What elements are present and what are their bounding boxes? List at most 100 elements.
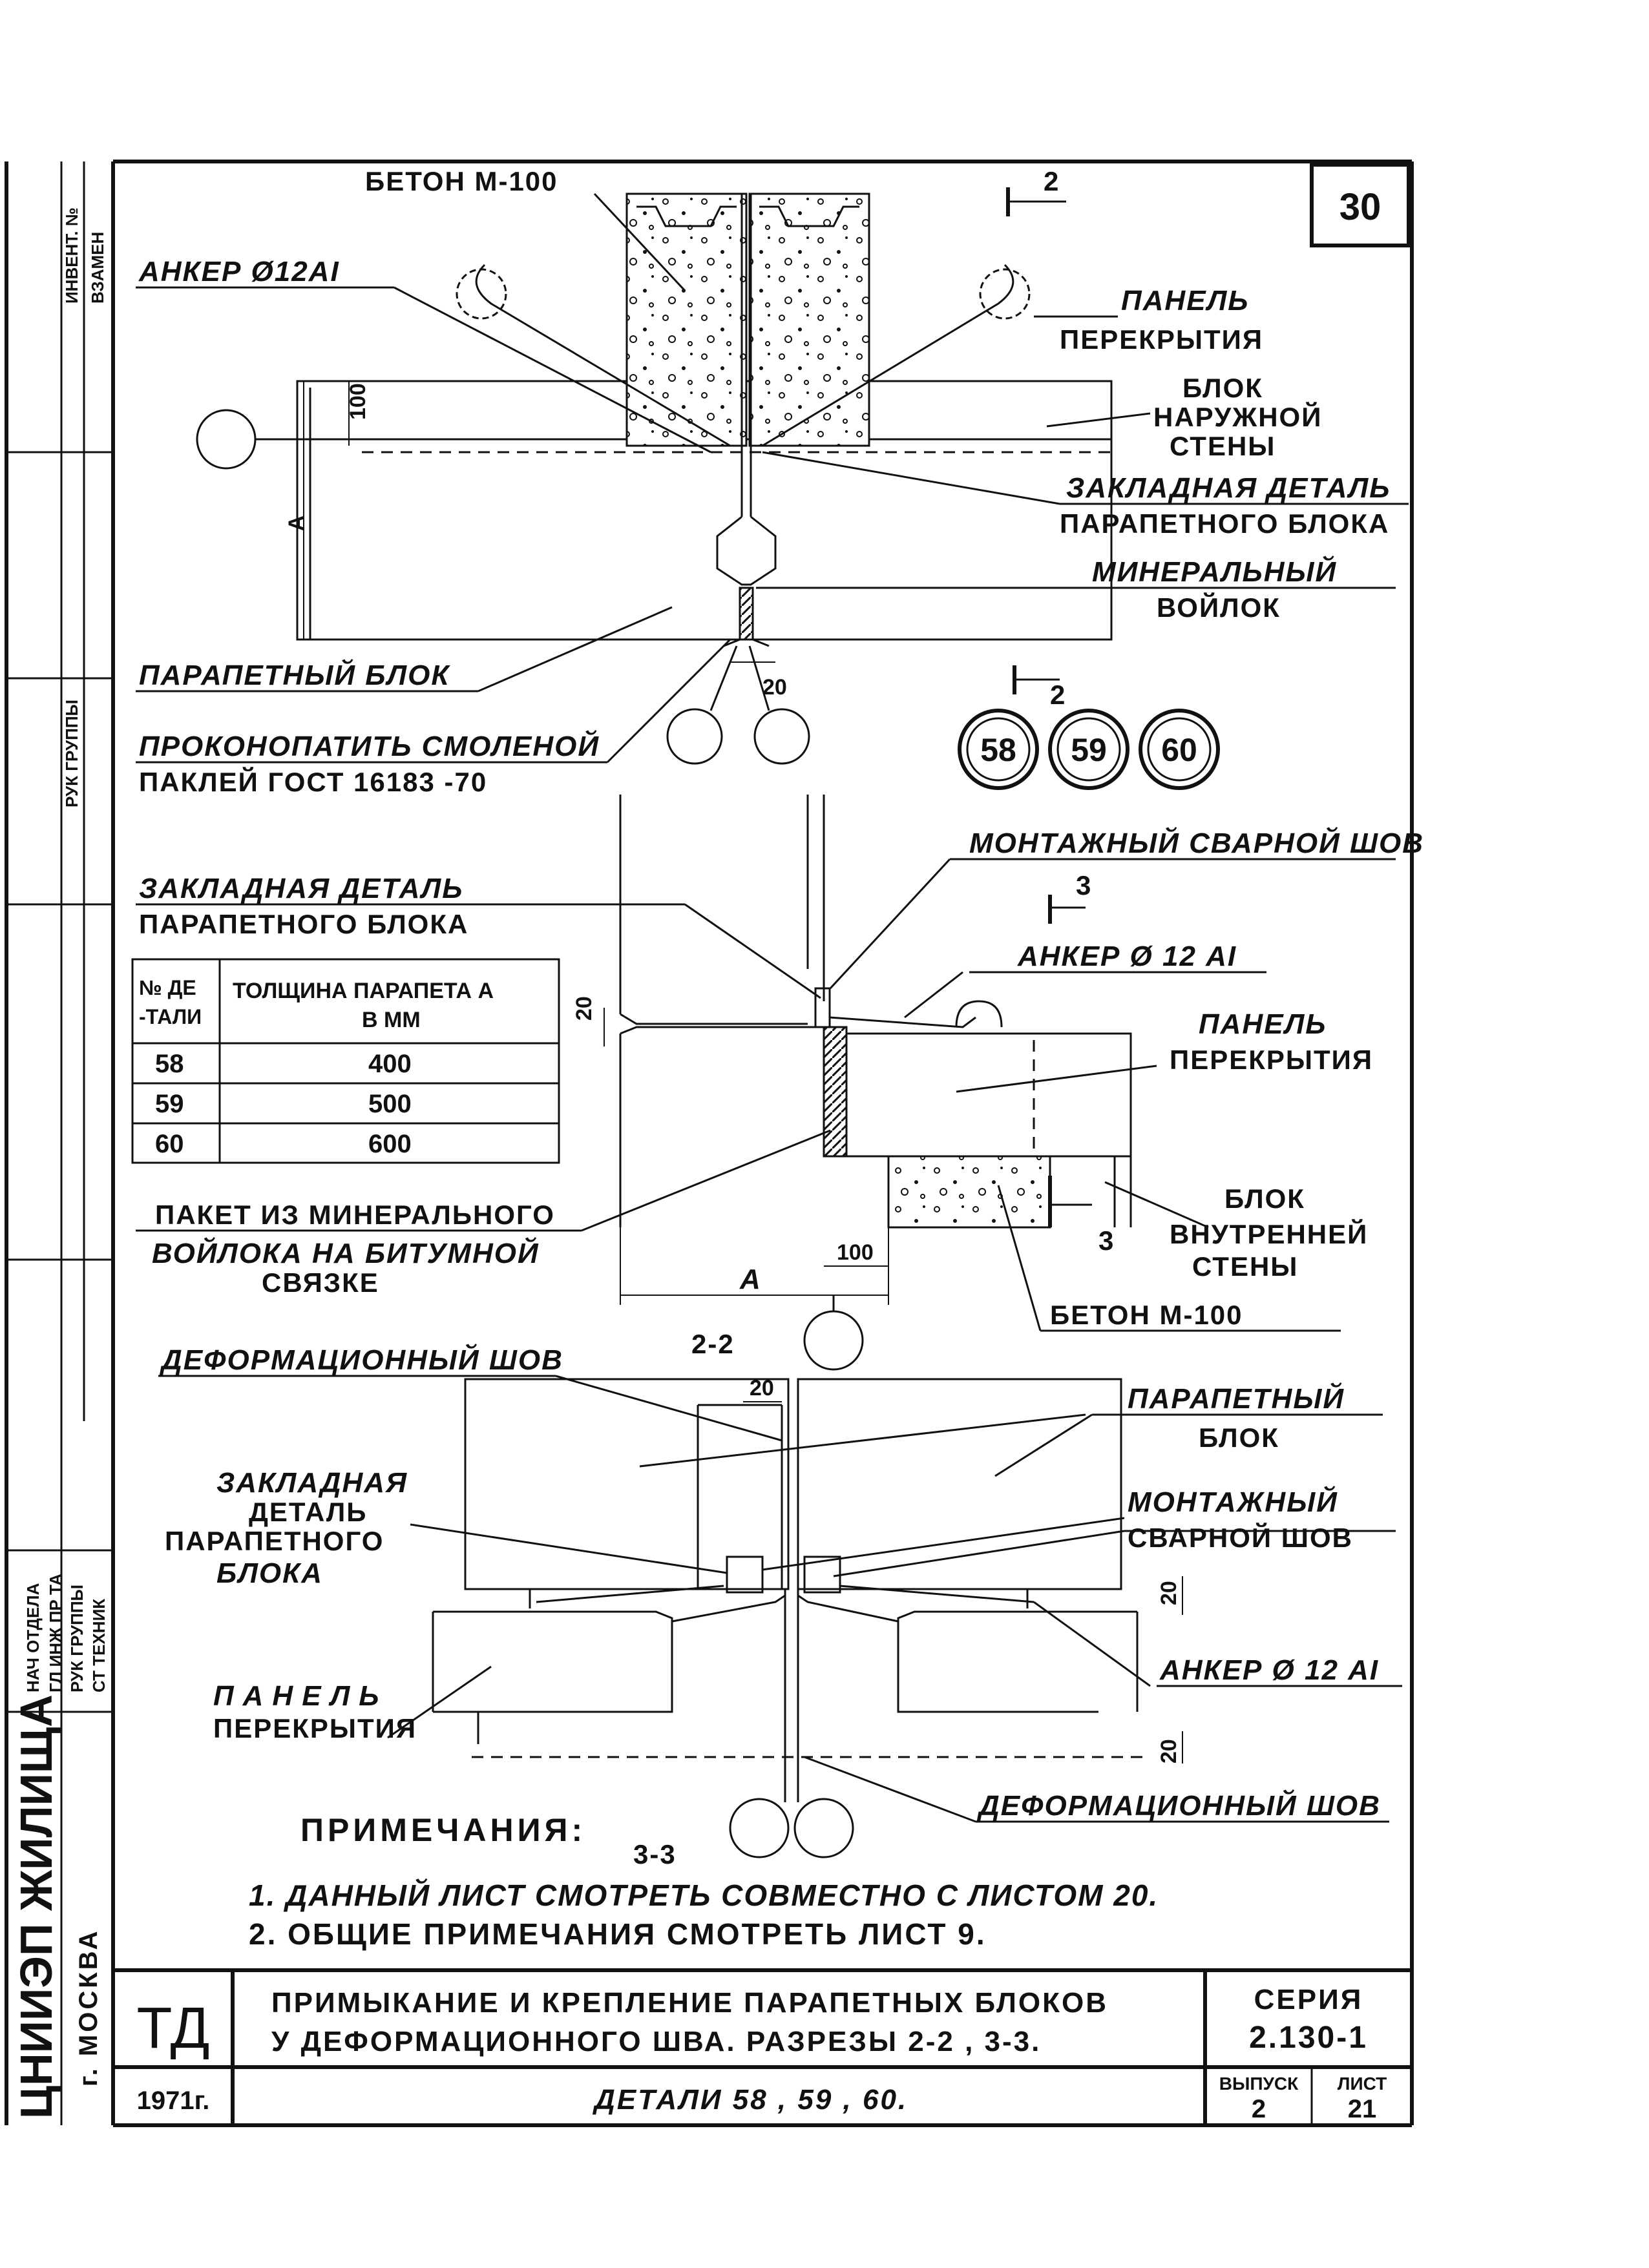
d2-label-paket-2: ВОЙЛОКА НА БИТУМНОЙ (152, 1236, 540, 1269)
list-label: ЛИСТ (1338, 2074, 1387, 2094)
d1-dim-100: 100 (346, 383, 370, 420)
d2-label-beton: БЕТОН М-100 (1050, 1300, 1243, 1330)
detail-3-section: 20 20 20 ДЕФОРМАЦИОННЫЙ ШОВ ПАРАПЕТНЫЙ Б… (158, 1343, 1402, 1869)
detail-number-60: 60 (1161, 732, 1197, 768)
title-year: 1971г. (137, 2086, 210, 2115)
d3-label-parapet-2: БЛОК (1199, 1422, 1279, 1453)
d3-dim-20-bottom: 20 (1157, 1739, 1181, 1763)
d3-label-anker: АНКЕР Ø 12 АI (1159, 1654, 1379, 1686)
issue-label: ВЫПУСК (1219, 2074, 1299, 2094)
table-row-thickness: 600 (368, 1130, 412, 1158)
table-row-thickness: 500 (368, 1090, 412, 1118)
d2-label-panel-1: ПАНЕЛЬ (1199, 1008, 1327, 1040)
d3-ref-circle-b (793, 1798, 854, 1858)
sheet-frame (5, 160, 1414, 2127)
stamp-ruk-gruppy: РУК ГРУППЫ (62, 700, 81, 807)
d3-dim-20-top: 20 (750, 1376, 774, 1400)
d3-label-zakl-2: ДЕТАЛЬ (249, 1497, 367, 1527)
stamp-gl-inzh: ГЛ ИНЖ ПР ТА (46, 1574, 65, 1692)
stamp-inv: ИНВЕНТ. № (62, 207, 81, 304)
d1-ref-circle-b (753, 708, 810, 765)
table-col2-line2: В ММ (362, 1008, 421, 1032)
stamp-city: г. МОСКВА (74, 1929, 103, 2086)
d1-label-zakl-1: ЗАКЛАДНАЯ ДЕТАЛЬ (1066, 472, 1391, 504)
detail-number-58: 58 (980, 732, 1016, 768)
d1-label-blok-2: НАРУЖНОЙ (1153, 401, 1322, 432)
series-value: 2.130-1 (1249, 2021, 1368, 2055)
series-label: СЕРИЯ (1254, 1984, 1363, 2015)
stamp-ruk-gr: РУК ГРУППЫ (67, 1585, 87, 1692)
d2-label-zakl-2: ПАРАПЕТНОГО БЛОКА (139, 909, 468, 939)
d1-label-mineral-2: ВОЙЛОК (1157, 592, 1281, 623)
d2-label-blok-3: СТЕНЫ (1192, 1251, 1298, 1282)
stamp-st-tehnik: СТ ТЕХНИК (89, 1599, 109, 1692)
table-col2-line1: ТОЛЩИНА ПАРАПЕТА А (233, 979, 494, 1003)
stamp-vzamen: ВЗАМЕН (88, 232, 107, 304)
title-line-1: ПРИМЫКАНИЕ И КРЕПЛЕНИЕ ПАРАПЕТНЫХ БЛОКОВ (271, 1987, 1108, 2019)
table-row-thickness: 400 (368, 1050, 412, 1078)
d2-ref-circle (803, 1310, 864, 1371)
d3-label-zakl-3: ПАРАПЕТНОГО (165, 1526, 384, 1556)
d2-label-blok-1: БЛОК (1224, 1183, 1305, 1214)
notes-heading: ПРИМЕЧАНИЯ: (300, 1812, 586, 1848)
d1-label-panel-1: ПАНЕЛЬ (1121, 285, 1249, 317)
d1-dim-20: 20 (762, 675, 787, 700)
d2-dim-a: А (739, 1264, 762, 1295)
table-col1-line1: № ДЕ (139, 976, 196, 999)
d2-label-panel-2: ПЕРЕКРЫТИЯ (1170, 1045, 1373, 1075)
table-row-detail: 59 (155, 1090, 184, 1118)
d2-label-anker: АНКЕР Ø 12 АI (1017, 941, 1237, 972)
d3-label-svar-2: СВАРНОЙ ШОВ (1128, 1522, 1353, 1553)
title-block: ТД 1971г. ПРИМЫКАНИЕ И КРЕПЛЕНИЕ ПАРАПЕТ… (113, 1968, 1412, 2125)
sheet-number-box: 30 (1310, 163, 1411, 247)
d3-ref-circle-a (729, 1798, 790, 1858)
d3-label-svar-1: МОНТАЖНЫЙ (1128, 1485, 1338, 1518)
notes: ПРИМЕЧАНИЯ: 1. ДАННЫЙ ЛИСТ СМОТРЕТЬ СОВМ… (249, 1812, 1159, 1951)
d1-label-parapet: ПАРАПЕТНЫЙ БЛОК (139, 658, 450, 691)
d2-label-zakl-1: ЗАКЛАДНАЯ ДЕТАЛЬ (139, 873, 463, 904)
detail-number-59: 59 (1071, 732, 1107, 768)
table-row-detail: 60 (155, 1130, 184, 1158)
d1-label-panel-2: ПЕРЕКРЫТИЯ (1060, 324, 1263, 355)
d3-label-panel-1: ПАНЕЛЬ (213, 1680, 388, 1712)
d1-ref-circle-left (196, 409, 257, 470)
table-col1-line2: -ТАЛИ (139, 1005, 202, 1028)
d2-dim-100: 100 (837, 1240, 874, 1265)
d1-dim-a: А (284, 515, 309, 532)
d1-label-prokon-2: ПАКЛЕЙ ГОСТ 16183 -70 (139, 766, 487, 797)
d2-label-blok-2: ВНУТРЕННЕЙ (1170, 1218, 1368, 1249)
detail-1-plan: 100 А 2 2 20 БЕТОН (136, 166, 1409, 797)
d3-label-panel-2: ПЕРЕКРЫТИЯ (213, 1713, 417, 1743)
side-stamp: ИНВЕНТ. № ВЗАМЕН РУК ГРУППЫ НАЧ ОТДЕЛА Г… (6, 161, 113, 2125)
d1-label-mineral-1: МИНЕРАЛЬНЫЙ (1092, 555, 1337, 588)
note-item-1: 1. ДАННЫЙ ЛИСТ СМОТРЕТЬ СОВМЕСТНО С ЛИСТ… (249, 1878, 1159, 1912)
d2-label-paket-3: СВЯЗКЕ (262, 1267, 379, 1298)
stamp-nach-otdela: НАЧ ОТДЕЛА (23, 1583, 43, 1692)
title-code: ТД (137, 1996, 210, 2061)
d1-label-beton: БЕТОН М-100 (365, 166, 558, 196)
d1-label-blok-1: БЛОК (1182, 373, 1263, 403)
d1-ref-circle-a (666, 708, 723, 765)
d2-label-svar: МОНТАЖНЫЙ СВАРНОЙ ШОВ (969, 826, 1424, 859)
title-line-3: ДЕТАЛИ 58 , 59 , 60. (592, 2084, 908, 2116)
d3-label-deform-top: ДЕФОРМАЦИОННЫЙ ШОВ (159, 1343, 563, 1376)
d3-label-deform-bottom: ДЕФОРМАЦИОННЫЙ ШОВ (976, 1789, 1381, 1822)
issue-value: 2 (1252, 2095, 1266, 2123)
d3-label-zakl-4: БЛОКА (216, 1557, 323, 1589)
detail-2-section: 3 3 20 А 100 2-2 МОНТАЖНЫЙ СВАРНОЙ ШОВ З… (131, 795, 1424, 1371)
d3-label-parapet-1: ПАРАПЕТНЫЙ (1128, 1382, 1345, 1415)
d3-section-title: 3-3 (633, 1839, 677, 1869)
d2-label-paket-1: ПАКЕТ ИЗ МИНЕРАЛЬНОГО (155, 1200, 555, 1230)
d1-label-prokon-1: ПРОКОНОПАТИТЬ СМОЛЕНОЙ (139, 729, 600, 762)
title-line-2: У ДЕФОРМАЦИОННОГО ШВА. РАЗРЕЗЫ 2-2 , 3-3… (271, 2026, 1041, 2057)
table-row-detail: 58 (155, 1050, 184, 1078)
d3-label-zakl-1: ЗАКЛАДНАЯ (216, 1467, 408, 1499)
d2-dim-20: 20 (572, 996, 596, 1021)
stamp-org: ЦНИИЭП ЖИЛИЩА (11, 1694, 61, 2119)
d2-section-mark-bottom: 3 (1098, 1225, 1115, 1256)
thickness-table: № ДЕ -ТАЛИ ТОЛЩИНА ПАРАПЕТА А В ММ 58 40… (131, 958, 560, 1164)
d1-label-blok-3: СТЕНЫ (1170, 431, 1276, 461)
d1-section-mark-bottom: 2 (1050, 680, 1066, 710)
d3-dim-20-mid: 20 (1157, 1581, 1181, 1605)
